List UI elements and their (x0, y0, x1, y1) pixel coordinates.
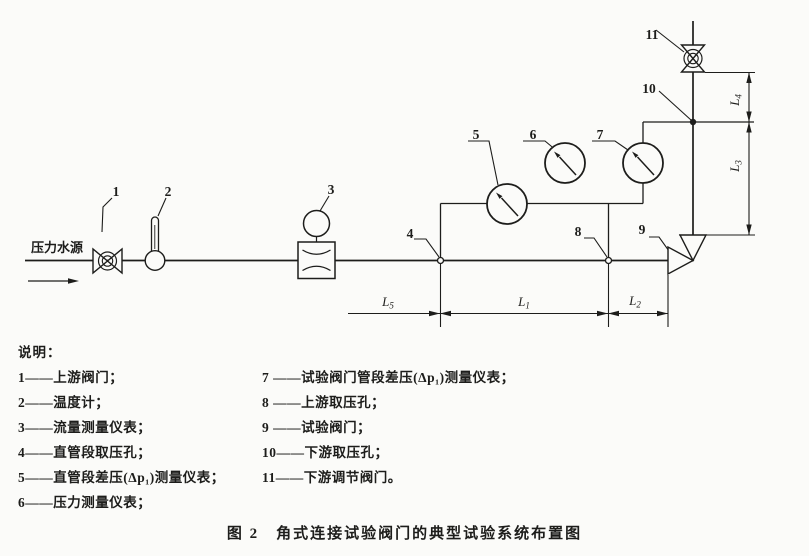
dim-label-L4: L4 (727, 94, 744, 107)
legend-item-6: 6——压力测量仪表； (18, 495, 152, 510)
arrow-l5-right (429, 310, 440, 317)
test-valve-icon (667, 234, 708, 276)
arrow-l1-right (597, 310, 608, 317)
legend-item-2: 2——温度计； (18, 395, 110, 410)
part-label-11: 11 (646, 27, 659, 42)
part-label-5: 5 (473, 127, 480, 142)
flow-direction-icon (28, 278, 79, 284)
upstream-valve-icon (92, 247, 123, 275)
part-label-1: 1 (113, 184, 120, 199)
leader-11 (655, 29, 685, 53)
part-label-8: 8 (575, 224, 582, 239)
part-label-3: 3 (328, 182, 335, 197)
arrow-l2-right (657, 310, 668, 317)
figure-caption: 图 2 角式连接试验阀门的典型试验系统布置图 (226, 526, 583, 542)
dim-label-L2: L2 (628, 293, 641, 310)
dimension-lines (348, 71, 755, 327)
arrow-l1-left (440, 310, 451, 317)
legend-item-5: 5——直管段差压(Δp₁)测量仪表； (18, 470, 225, 485)
dim-label-L5: L5 (381, 294, 394, 311)
part-label-4: 4 (407, 226, 414, 241)
test-system-schematic: 压力水源 1 2 3 4 5 6 7 8 9 10 11 L5 L1 L2 L4… (25, 21, 755, 327)
legend-item-4: 4——直管段取压孔； (18, 445, 152, 460)
legend-item-10: 10——下游取压孔； (262, 445, 389, 460)
source-label: 压力水源 (31, 240, 83, 255)
leader-lines (101, 29, 692, 258)
leader-2 (157, 197, 167, 217)
thermometer-icon (144, 216, 166, 271)
legend-item-8: 8 ——上游取压孔； (262, 395, 386, 410)
pressure-tap-4-icon (436, 256, 445, 265)
leader-9 (649, 236, 670, 252)
arrow-l4-bottom (746, 111, 752, 122)
pressure-tap-10-icon (689, 118, 697, 126)
leader-1 (101, 197, 113, 233)
part-label-2: 2 (165, 184, 172, 199)
arrow-l2-left (608, 310, 619, 317)
arrow-l4-top (746, 72, 752, 83)
legend-item-1: 1——上游阀门； (18, 370, 124, 385)
dim-label-L3: L3 (727, 160, 744, 173)
arrow-l3-bottom (746, 224, 752, 235)
flow-meter-icon (297, 209, 336, 280)
dimension-arrowheads (429, 72, 752, 317)
leader-4 (414, 238, 440, 258)
gauge-6-icon (544, 142, 586, 184)
leader-8 (584, 237, 608, 258)
part-label-6: 6 (530, 127, 537, 142)
part-label-10: 10 (642, 81, 656, 96)
piping-lines (25, 21, 754, 262)
leader-7 (592, 140, 629, 151)
part-label-9: 9 (639, 222, 646, 237)
leader-5 (468, 140, 499, 186)
gauge-5-icon (486, 183, 528, 225)
legend-item-11: 11——下游调节阀门。 (262, 470, 402, 485)
legend-item-3: 3——流量测量仪表； (18, 420, 152, 435)
gauge-7-icon (622, 142, 664, 184)
legend-title: 说明： (18, 345, 62, 360)
downstream-valve-icon (679, 44, 707, 73)
arrow-l3-top (746, 122, 752, 133)
leader-10 (658, 90, 692, 121)
dim-label-L1: L1 (517, 294, 530, 311)
part-label-7: 7 (597, 127, 604, 142)
legend-item-7: 7 ——试验阀门管段差压(Δp₁)测量仪表； (262, 370, 515, 385)
legend-item-9: 9 ——试验阀门； (262, 420, 372, 435)
pressure-tap-8-icon (604, 256, 613, 265)
